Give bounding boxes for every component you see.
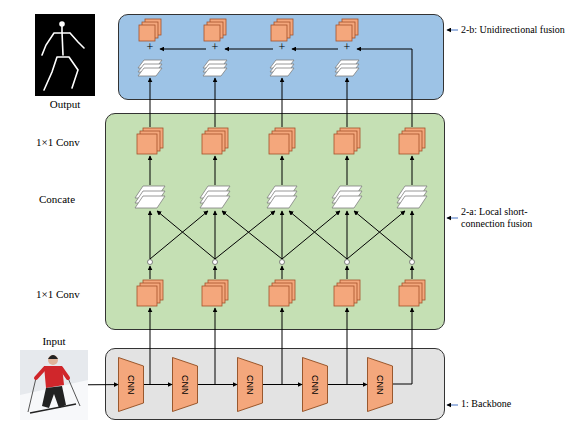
- image-caption: Input: [20, 335, 88, 348]
- layer-label: Concate: [39, 193, 75, 205]
- fusion-band: 2-b: Unidirectional fusion: [118, 14, 444, 100]
- flow-connector: [144, 384, 172, 385]
- cnn-label: CNN: [180, 375, 190, 395]
- flow-connector: [328, 384, 367, 385]
- sum-sign: +: [142, 41, 158, 53]
- cnn-trapezoid: [173, 358, 198, 412]
- section-label: 2-b: Unidirectional fusion: [461, 24, 565, 36]
- cnn-label: CNN: [245, 375, 255, 395]
- cnn-trapezoid: [368, 358, 393, 412]
- flow-connector: [263, 384, 302, 385]
- section-label: 1: Backbone: [461, 398, 511, 410]
- layer-label: 1×1 Conv: [36, 288, 80, 300]
- output-image: Output: [35, 14, 95, 96]
- sum-sign: +: [339, 41, 355, 53]
- cnn-block: CNN: [118, 357, 144, 412]
- leader-arrow: [447, 218, 458, 219]
- cnn-trapezoid: [303, 358, 328, 412]
- fusion-band: 2-a: Local short-connection fusion: [105, 113, 445, 330]
- image-caption: Output: [35, 98, 95, 111]
- layer-label: 1×1 Conv: [36, 136, 80, 148]
- flow-connector: [198, 384, 237, 385]
- cnn-block: CNN: [302, 357, 328, 412]
- cnn-trapezoid: [119, 358, 144, 412]
- cnn-block: CNN: [237, 357, 263, 412]
- leader-arrow: [447, 405, 458, 406]
- section-label: 2-a: Local short-connection fusion: [461, 206, 561, 230]
- backbone-band: 1: BackboneCNNCNNCNNCNNCNN: [105, 348, 445, 420]
- cnn-trapezoid: [238, 358, 263, 412]
- flow-connector: [88, 384, 118, 385]
- sum-sign: +: [274, 41, 290, 53]
- cnn-block: CNN: [367, 357, 393, 412]
- cnn-label: CNN: [310, 375, 320, 395]
- sum-sign: +: [207, 41, 223, 53]
- leader-arrow: [447, 30, 458, 31]
- cnn-block: CNN: [172, 357, 198, 412]
- cnn-label: CNN: [375, 375, 385, 395]
- input-image: Input: [20, 350, 88, 420]
- cnn-label: CNN: [126, 375, 136, 395]
